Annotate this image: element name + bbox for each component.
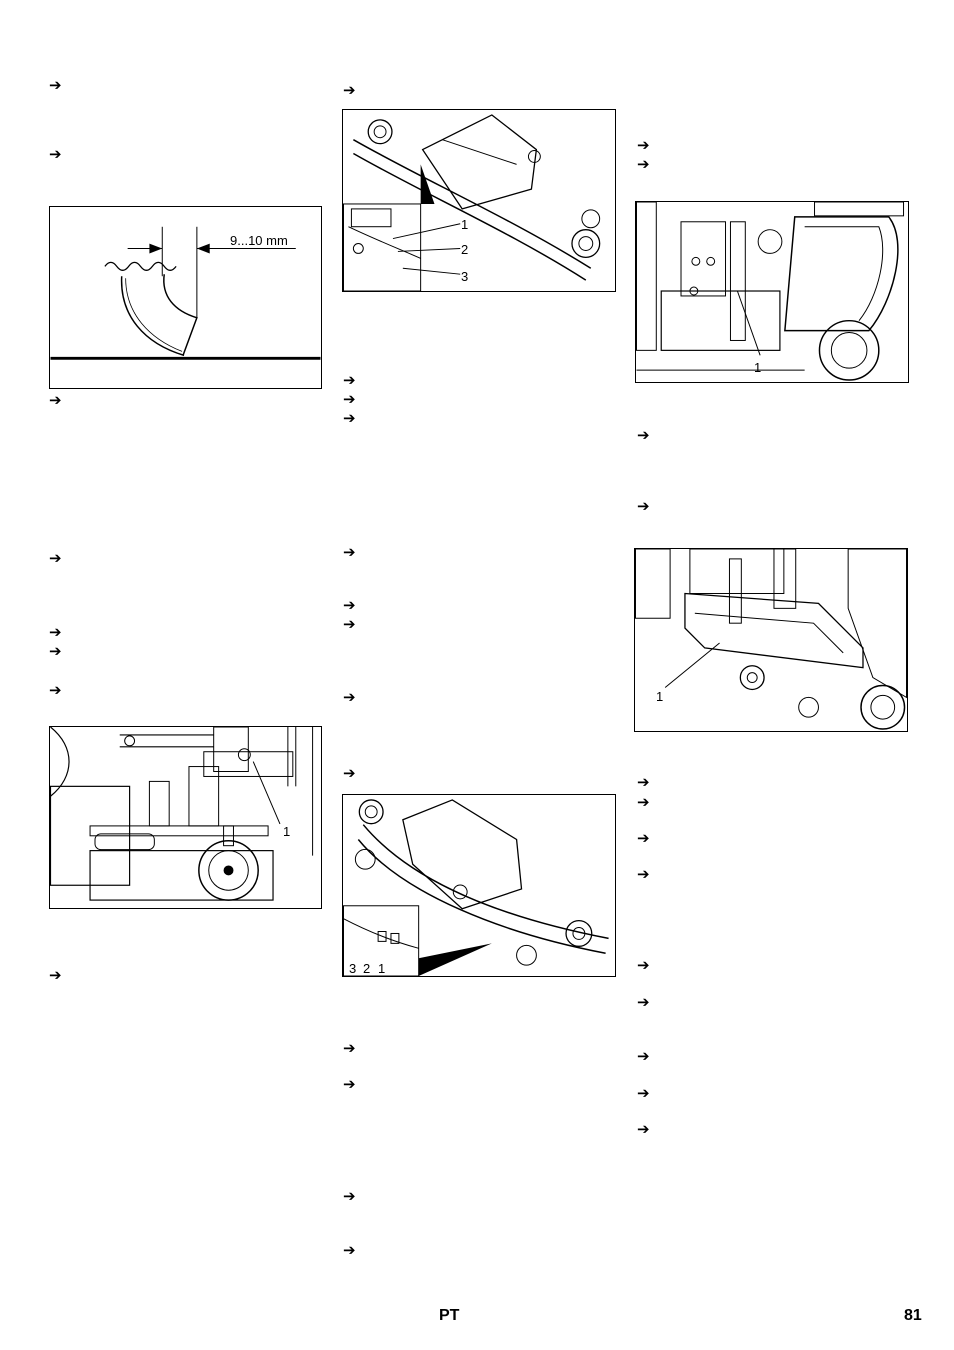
- figure-wheel-side: 1: [49, 726, 322, 909]
- footer-language-code: PT: [439, 1307, 460, 1324]
- bullet-arrow: ➔: [637, 773, 650, 791]
- figure-machine-rear: 1: [635, 201, 909, 383]
- callout-label: 1: [656, 689, 664, 704]
- bullet-arrow: ➔: [637, 1120, 650, 1138]
- bullet-arrow: ➔: [343, 688, 356, 706]
- bullet-arrow: ➔: [49, 642, 62, 660]
- bullet-arrow: ➔: [637, 497, 650, 515]
- callout-label: 1: [378, 961, 386, 976]
- bullet-arrow: ➔: [343, 409, 356, 427]
- bullet-arrow: ➔: [637, 1084, 650, 1102]
- bullet-arrow: ➔: [637, 993, 650, 1011]
- callout-label: 1: [461, 217, 469, 232]
- callout-label: 2: [461, 242, 469, 257]
- bullet-arrow: ➔: [343, 371, 356, 389]
- bullet-arrow: ➔: [343, 390, 356, 408]
- bullet-arrow: ➔: [343, 1241, 356, 1259]
- callout-label: 3: [461, 269, 469, 284]
- callout-label: 1: [754, 360, 762, 375]
- bullet-arrow: ➔: [49, 76, 62, 94]
- bullet-arrow: ➔: [49, 391, 62, 409]
- bullet-arrow: ➔: [637, 829, 650, 847]
- wheel-side-drawing: [50, 727, 314, 901]
- squeegee-top-drawing: [343, 114, 601, 291]
- bullet-arrow: ➔: [343, 615, 356, 633]
- bullet-arrow: ➔: [637, 426, 650, 444]
- callout-label: 3: [349, 961, 357, 976]
- dimension-label: 9...10 mm: [230, 233, 288, 248]
- figure-seal-lip: 9...10 mm: [49, 206, 322, 389]
- bullet-arrow: ➔: [49, 966, 62, 984]
- callout-label: 1: [283, 824, 291, 839]
- bullet-arrow: ➔: [637, 865, 650, 883]
- machine-front-drawing: [635, 549, 907, 730]
- figure-squeegee-bottom: 3 2 1: [342, 794, 616, 977]
- bullet-arrow: ➔: [343, 1075, 356, 1093]
- figure-squeegee-top: 1 2 3: [342, 109, 616, 292]
- machine-rear-drawing: [636, 202, 905, 381]
- bullet-arrow: ➔: [637, 1047, 650, 1065]
- bullet-arrow: ➔: [343, 596, 356, 614]
- seal-lip-drawing: [50, 226, 321, 360]
- bullet-arrow: ➔: [49, 145, 62, 163]
- callout-label: 2: [363, 961, 371, 976]
- bullet-arrow: ➔: [637, 956, 650, 974]
- squeegee-bottom-drawing: [343, 799, 609, 976]
- bullet-arrow: ➔: [637, 136, 650, 154]
- bullet-arrow: ➔: [637, 793, 650, 811]
- bullet-arrow: ➔: [637, 155, 650, 173]
- bullet-arrow: ➔: [343, 764, 356, 782]
- bullet-arrow: ➔: [49, 623, 62, 641]
- bullet-arrow: ➔: [49, 549, 62, 567]
- bullet-arrow: ➔: [343, 543, 356, 561]
- bullet-arrow: ➔: [49, 681, 62, 699]
- footer-page-number: 81: [904, 1307, 922, 1324]
- figure-machine-front: 1: [634, 548, 908, 732]
- bullet-arrow: ➔: [343, 1039, 356, 1057]
- bullet-arrow: ➔: [343, 1187, 356, 1205]
- bullet-arrow: ➔: [343, 81, 356, 99]
